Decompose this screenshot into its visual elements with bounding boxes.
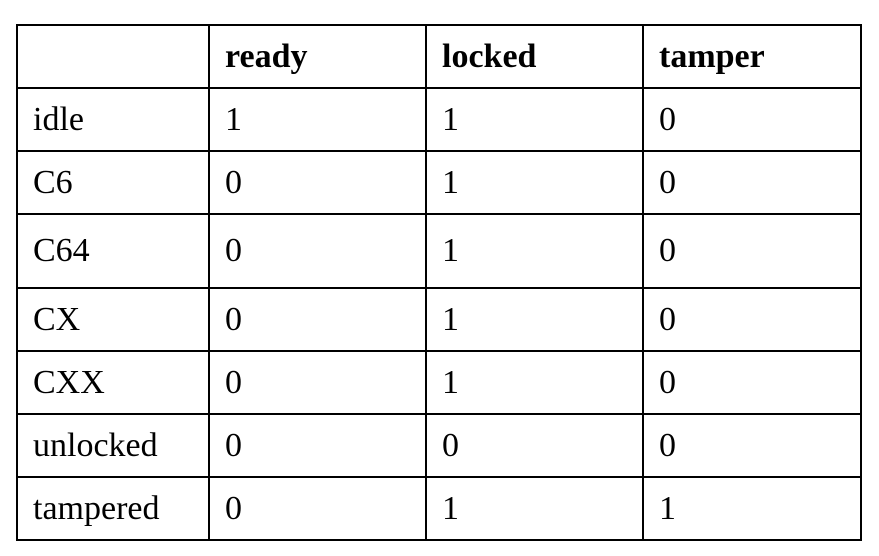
locked-cell: 1	[425, 476, 644, 541]
locked-cell: 1	[425, 213, 644, 289]
row-label-cell: unlocked	[16, 413, 210, 478]
ready-cell: 0	[208, 476, 427, 541]
ready-cell: 0	[208, 350, 427, 415]
tamper-cell: 0	[642, 413, 862, 478]
header-cell-ready: ready	[208, 24, 427, 89]
row-label-cell: idle	[16, 87, 210, 152]
header-cell-corner	[16, 24, 210, 89]
tamper-cell: 0	[642, 287, 862, 352]
row-label-cell: CX	[16, 287, 210, 352]
tamper-cell: 0	[642, 150, 862, 215]
tamper-cell: 0	[642, 87, 862, 152]
tamper-cell: 0	[642, 213, 862, 289]
ready-cell: 0	[208, 150, 427, 215]
table-row: CXX 0 1 0	[16, 350, 862, 415]
table-row: CX 0 1 0	[16, 287, 862, 352]
ready-cell: 1	[208, 87, 427, 152]
state-table: ready locked tamper idle 1 1 0 C6 0 1 0 …	[16, 24, 862, 541]
header-row: ready locked tamper	[16, 24, 862, 89]
row-label-cell: C6	[16, 150, 210, 215]
ready-cell: 0	[208, 287, 427, 352]
table-row: tampered 0 1 1	[16, 476, 862, 541]
row-label-cell: CXX	[16, 350, 210, 415]
tamper-cell: 1	[642, 476, 862, 541]
table-row: C64 0 1 0	[16, 213, 862, 289]
locked-cell: 0	[425, 413, 644, 478]
header-cell-tamper: tamper	[642, 24, 862, 89]
ready-cell: 0	[208, 213, 427, 289]
locked-cell: 1	[425, 87, 644, 152]
ready-cell: 0	[208, 413, 427, 478]
row-label-cell: tampered	[16, 476, 210, 541]
locked-cell: 1	[425, 350, 644, 415]
table-row: unlocked 0 0 0	[16, 413, 862, 478]
row-label-cell: C64	[16, 213, 210, 289]
table-row: idle 1 1 0	[16, 87, 862, 152]
header-cell-locked: locked	[425, 24, 644, 89]
tamper-cell: 0	[642, 350, 862, 415]
locked-cell: 1	[425, 287, 644, 352]
locked-cell: 1	[425, 150, 644, 215]
table-row: C6 0 1 0	[16, 150, 862, 215]
